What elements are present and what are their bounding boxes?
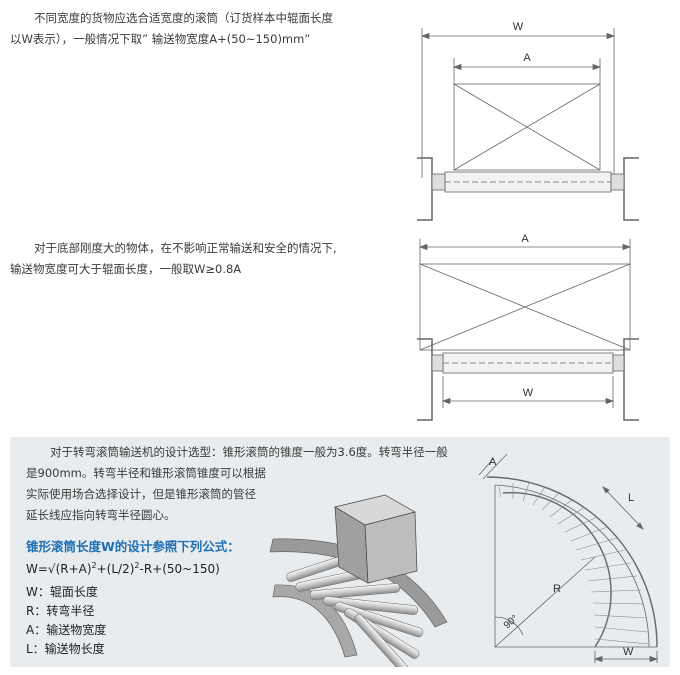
curved-roller-illustration	[269, 494, 448, 667]
formula-mid: +(L/2)	[96, 562, 135, 576]
formula: W=√(R+A)2+(L/2)2-R+(50~150)	[26, 561, 220, 576]
curve-label-w: W	[623, 646, 634, 658]
def-a: A：输送物宽度	[26, 623, 107, 637]
curve-line-3: 实际使用场合选择设计，但是锥形滚筒的管径	[26, 487, 256, 501]
label-w-top: W	[513, 21, 524, 33]
formula-suffix: -R+(50~150)	[139, 562, 220, 576]
def-w: W：辊面长度	[26, 585, 98, 599]
def-l: L：输送物长度	[26, 642, 105, 656]
formula-prefix: W=√(R+A)	[26, 562, 92, 576]
diagram-w-greater-than-a	[417, 28, 639, 221]
roller-width-diagram: W A A W	[417, 21, 639, 421]
rigid-paragraph: 对于底部刚度大的物体，在不影响正常输送和安全的情况下, 输送物宽度可大于辊面长度…	[10, 238, 370, 280]
label-a-second: A	[521, 233, 529, 245]
curve-label-angle: 90°	[502, 613, 521, 631]
def-r: R：转弯半径	[26, 604, 95, 618]
formula-exp-2: 2	[134, 561, 140, 570]
variable-definitions: W：辊面长度 R：转弯半径 A：输送物宽度 L：输送物长度	[26, 583, 106, 659]
curve-label-r: R	[553, 583, 561, 595]
cargo-box	[334, 494, 418, 584]
curve-line-4: 延长线应指向转弯半径圆心。	[26, 508, 176, 522]
intro-line-1: 不同宽度的货物应选合适宽度的滚筒（订货样本中辊面长度	[34, 11, 333, 25]
label-w-second: W	[523, 387, 534, 399]
formula-title: 锥形滚筒长度W的设计参照下列公式：	[26, 539, 240, 554]
curve-label-l: L	[628, 492, 634, 504]
diagram-a-greater-than-w	[417, 239, 639, 421]
curve-top-view-diagram: A L R 90° W	[478, 453, 659, 663]
curve-paragraph: 对于转弯滚筒输送机的设计选型：锥形滚筒的锥度一般为3.6度。转弯半径一般 是90…	[26, 442, 471, 526]
curve-line-2: 是900mm。转弯半径和锥形滚筒锥度可以根据	[26, 466, 266, 480]
curve-line-1: 对于转弯滚筒输送机的设计选型：锥形滚筒的锥度一般为3.6度。转弯半径一般	[50, 445, 448, 459]
curve-label-a: A	[489, 456, 497, 468]
curve-conveyor-panel: 对于转弯滚筒输送机的设计选型：锥形滚筒的锥度一般为3.6度。转弯半径一般 是90…	[10, 437, 670, 667]
formula-exp-1: 2	[91, 561, 97, 570]
intro-paragraph: 不同宽度的货物应选合适宽度的滚筒（订货样本中辊面长度 以W表示），一般情况下取”…	[10, 8, 360, 50]
rigid-line-1: 对于底部刚度大的物体，在不影响正常输送和安全的情况下,	[34, 241, 337, 255]
label-a-top: A	[523, 52, 531, 64]
intro-line-2: 以W表示），一般情况下取” 输送物宽度A+(50~150)mm”	[10, 32, 311, 46]
rigid-line-2: 输送物宽度可大于辊面长度，一般取W≥0.8A	[10, 262, 242, 276]
